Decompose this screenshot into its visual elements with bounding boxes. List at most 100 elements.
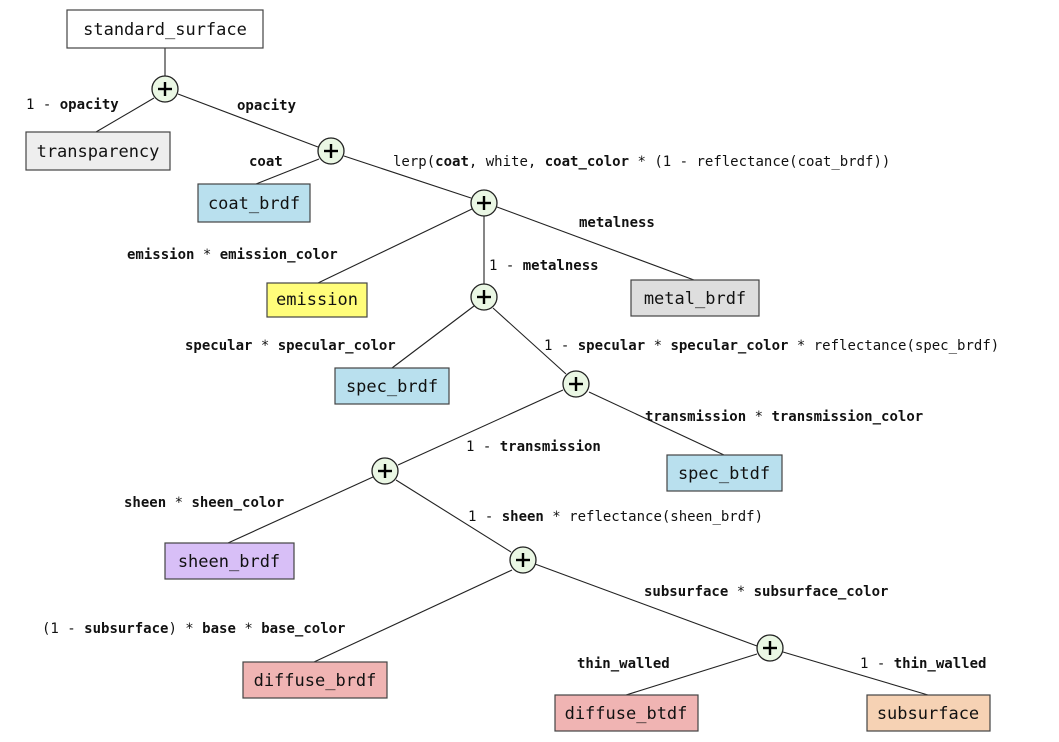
node-standard-surface: standard_surface	[66, 9, 264, 49]
node-box	[242, 661, 388, 699]
label-emission-weight: emission * emission_color	[127, 247, 338, 263]
label-coat: coat	[249, 154, 283, 170]
node-label: diffuse_brdf	[254, 671, 377, 691]
edge-plus5-specbtdf	[588, 391, 725, 456]
label-run: sheen	[124, 495, 166, 511]
label-run: *	[746, 409, 771, 425]
sum-node-6	[371, 457, 399, 485]
label-run: ) *	[168, 621, 202, 637]
label-run: * reflectance(sheen_brdf)	[544, 509, 763, 525]
label-run: transmission	[645, 409, 746, 425]
label-run: thin_walled	[894, 656, 987, 672]
edge-plus3-metalbrdf	[496, 206, 695, 281]
label-one-minus-opacity: 1 - opacity	[26, 97, 119, 113]
label-run: *	[645, 338, 670, 354]
node-box	[66, 9, 264, 49]
edge-plus2-plus3	[343, 155, 472, 199]
edge-plus2-coatbrdf	[255, 158, 320, 185]
label-one-minus-specular: 1 - specular * specular_color * reflecta…	[544, 338, 999, 354]
edge-plus6-plus7	[395, 479, 512, 553]
label-run: * reflectance(spec_brdf)	[788, 338, 999, 354]
node-sheen-brdf: sheen_brdf	[164, 542, 295, 580]
label-run: specular	[185, 338, 252, 354]
node-label: emission	[276, 290, 358, 310]
label-run: 1 -	[468, 509, 502, 525]
label-run: metalness	[523, 258, 599, 274]
node-box	[25, 131, 171, 171]
label-run: *	[194, 247, 219, 263]
node-label: metal_brdf	[644, 289, 746, 309]
label-run: coat_color	[545, 154, 629, 170]
node-box	[164, 542, 295, 580]
edge-plus8-diffusebtdf	[625, 653, 758, 696]
label-one-minus-metalness: 1 - metalness	[489, 258, 599, 274]
node-box	[630, 279, 760, 317]
sum-node-8	[756, 634, 784, 662]
edge-plus6-sheenbrdf	[227, 476, 374, 544]
sum-node-2	[317, 137, 345, 165]
edge-plus1-plus2	[177, 93, 319, 148]
node-coat-brdf: coat_brdf	[197, 183, 311, 223]
label-run: transmission_color	[771, 409, 923, 425]
node-label: spec_btdf	[678, 464, 770, 484]
edge-plus4-plus5	[492, 307, 567, 375]
label-run: base	[202, 621, 236, 637]
label-run: *	[252, 338, 277, 354]
edge-plus1-transparency	[95, 97, 155, 133]
node-subsurface: subsurface	[866, 694, 991, 732]
label-run: thin_walled	[577, 656, 670, 672]
node-label: coat_brdf	[208, 194, 300, 214]
sum-node-7	[509, 546, 537, 574]
label-run: transmission	[500, 439, 601, 455]
label-run: * (1 - reflectance(coat_brdf))	[629, 154, 890, 170]
label-one-minus-sheen: 1 - sheen * reflectance(sheen_brdf)	[468, 509, 763, 525]
label-run: 1 -	[860, 656, 894, 672]
label-run: opacity	[60, 97, 120, 113]
edge-plus8-subsurface	[782, 651, 929, 696]
edge-labels: 1 - opacity opacity coat lerp(coat, whit…	[26, 97, 999, 672]
label-run: *	[166, 495, 191, 511]
node-spec-brdf: spec_brdf	[334, 367, 450, 405]
label-base-weight: (1 - subsurface) * base * base_color	[42, 621, 345, 637]
edge-plus7-plus8	[534, 563, 758, 647]
node-box	[554, 694, 699, 732]
label-transmission-weight: transmission * transmission_color	[645, 409, 923, 425]
node-box	[666, 454, 783, 492]
label-run: base_color	[261, 621, 345, 637]
node-label: transparency	[37, 142, 160, 162]
node-emission: emission	[266, 282, 368, 318]
label-subsurface-weight: subsurface * subsurface_color	[644, 584, 888, 600]
label-sheen-weight: sheen * sheen_color	[124, 495, 284, 511]
node-label: standard_surface	[83, 20, 247, 40]
label-run: 1 -	[26, 97, 60, 113]
node-label: diffuse_btdf	[565, 704, 688, 724]
sum-node-1	[151, 75, 179, 103]
label-run: sheen_color	[191, 495, 284, 511]
label-run: (1 -	[42, 621, 84, 637]
label-run: *	[728, 584, 753, 600]
label-run: specular_color	[278, 338, 396, 354]
node-spec-btdf: spec_btdf	[666, 454, 783, 492]
label-specular-weight: specular * specular_color	[185, 338, 396, 354]
node-transparency: transparency	[25, 131, 171, 171]
label-run: *	[236, 621, 261, 637]
node-label: subsurface	[877, 704, 979, 724]
node-diffuse-btdf: diffuse_btdf	[554, 694, 699, 732]
label-opacity: opacity	[237, 98, 297, 114]
label-run: coat	[435, 154, 469, 170]
label-run: opacity	[237, 98, 297, 114]
label-run: lerp(	[393, 154, 435, 170]
label-run: specular	[578, 338, 645, 354]
plus-nodes	[151, 75, 784, 662]
label-run: specular_color	[670, 338, 788, 354]
label-one-minus-transmission: 1 - transmission	[466, 439, 601, 455]
label-run: 1 -	[544, 338, 578, 354]
node-label: spec_brdf	[346, 377, 438, 397]
label-run: 1 -	[466, 439, 500, 455]
label-thin-walled: thin_walled	[577, 656, 670, 672]
label-run: emission	[127, 247, 194, 263]
node-metal-brdf: metal_brdf	[630, 279, 760, 317]
node-diffuse-brdf: diffuse_brdf	[242, 661, 388, 699]
label-run: 1 -	[489, 258, 523, 274]
